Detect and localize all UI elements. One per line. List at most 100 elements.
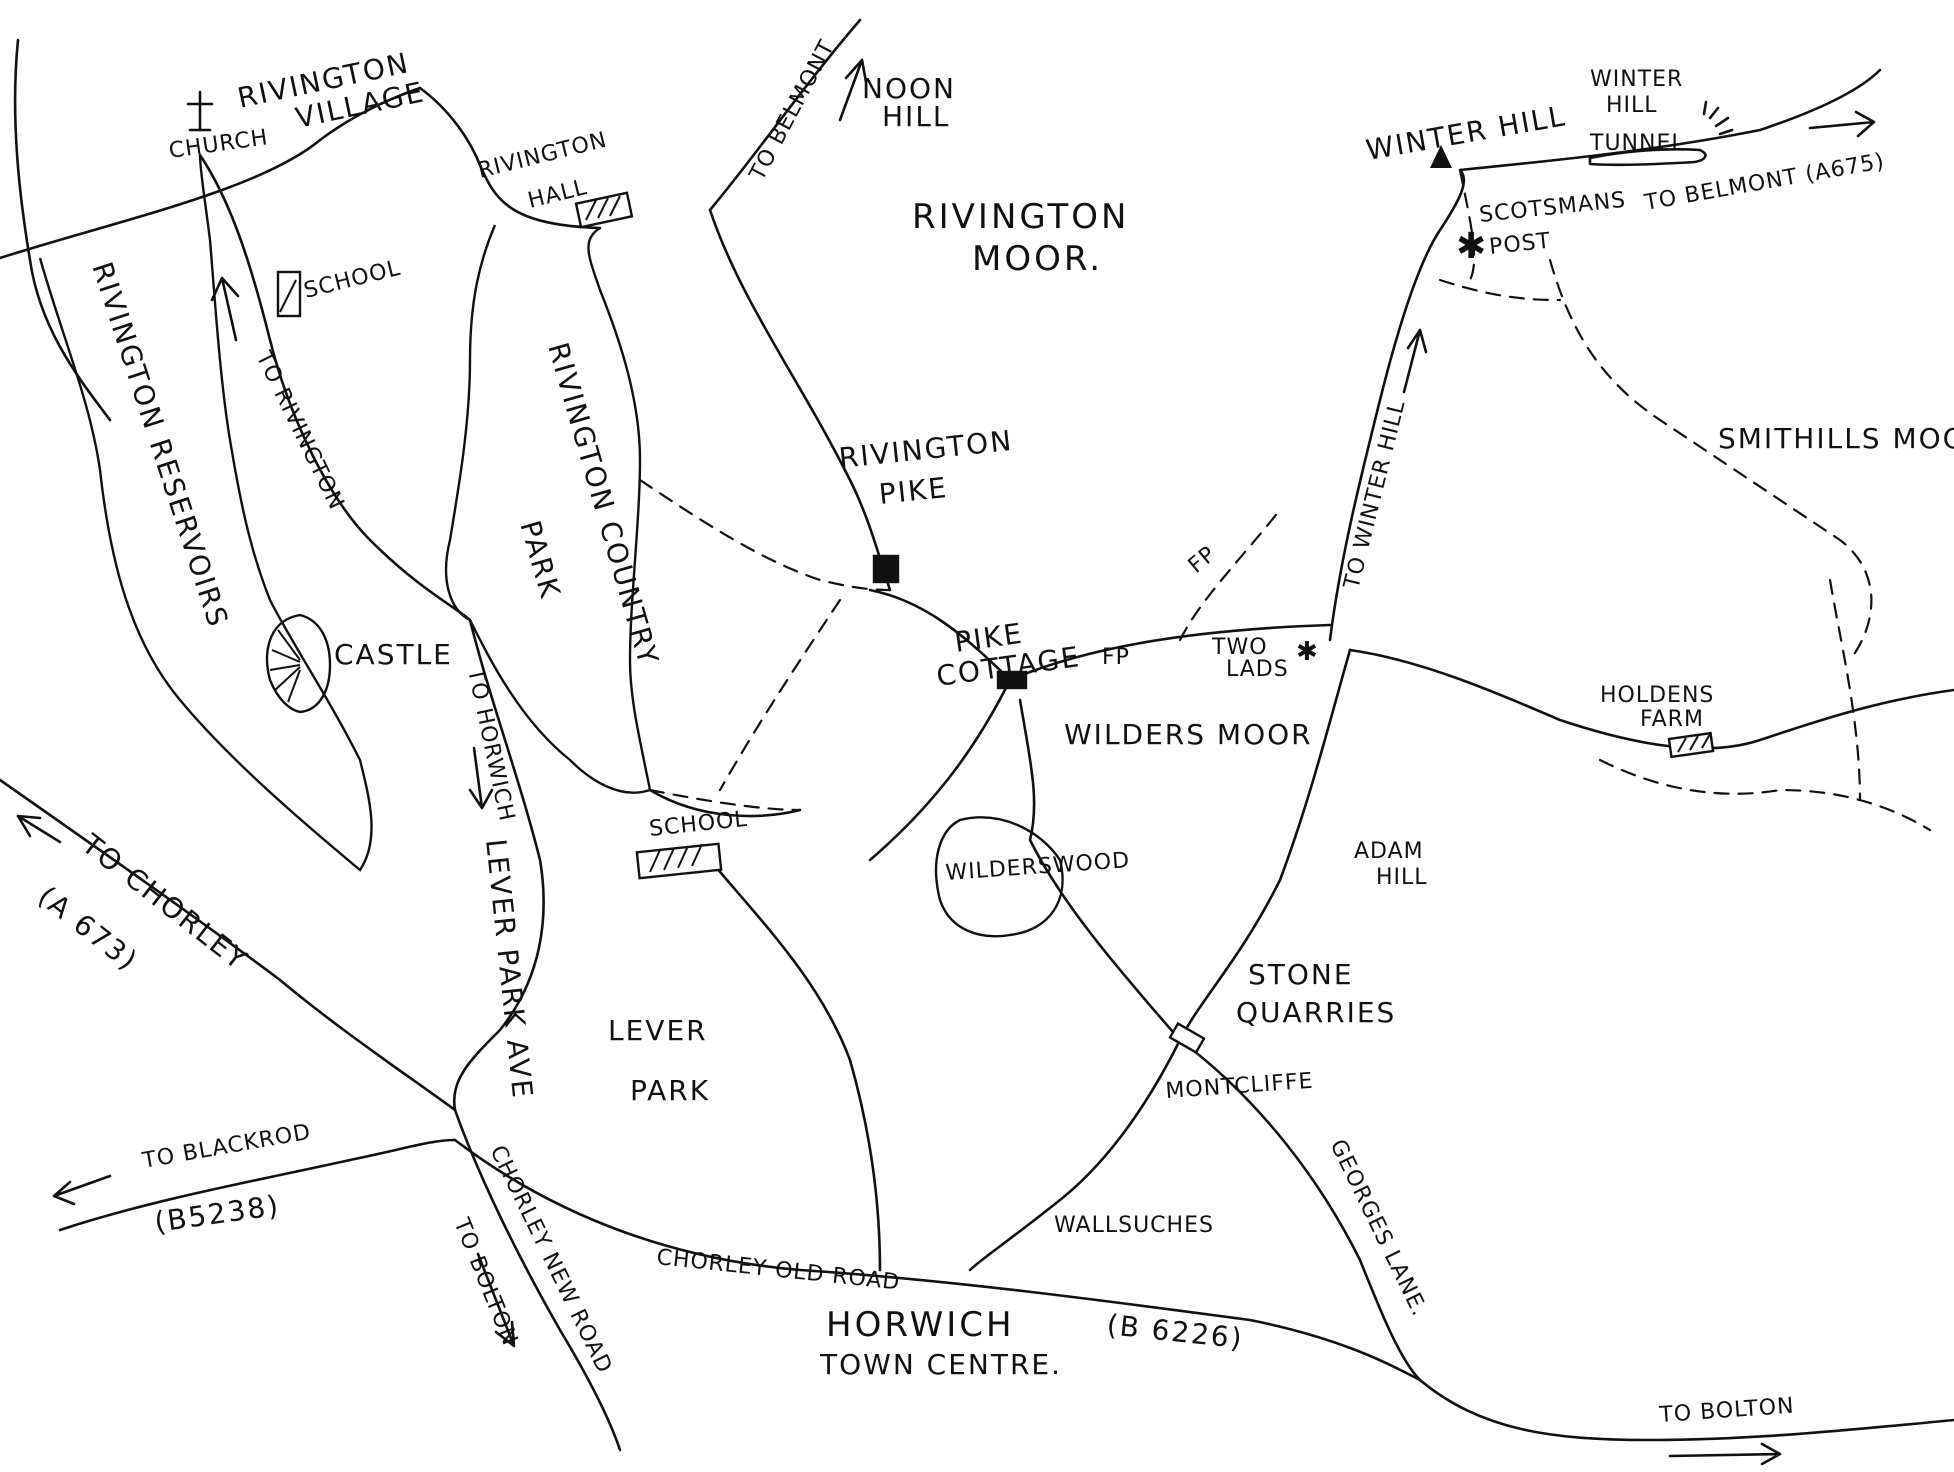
label-fp-north: FP — [1184, 541, 1221, 578]
road-to-belmont-north — [708, 18, 862, 212]
road-rivington-pike — [708, 208, 892, 592]
label-holdens-farm-1: HOLDENS — [1600, 683, 1714, 708]
road-pike-to-two-lads — [1008, 623, 1332, 682]
arrow-to-blackrod-icon — [52, 1174, 112, 1206]
road-lever-park-ave — [452, 618, 545, 1112]
label-to-rivington: TO RIVINGTON — [250, 347, 349, 514]
label-to-belmont-a675: TO BELMONT (A675) — [1642, 149, 1887, 216]
road-pike-to-cottage — [868, 588, 1012, 682]
label-two-lads-1: TWO — [1211, 635, 1268, 660]
footpath-school-dash — [648, 788, 802, 812]
label-a673: (A 673) — [32, 880, 145, 978]
road-left-edge — [13, 38, 112, 422]
rivington-pike-tower-icon — [872, 554, 900, 584]
arrow-to-rivington-icon — [210, 276, 240, 342]
label-stone-quarries-2: QUARRIES — [1236, 996, 1396, 1029]
country-park-outline — [444, 224, 652, 794]
road-adam-hill — [1178, 648, 1352, 1042]
label-wilders-moor: WILDERS MOOR — [1064, 718, 1313, 751]
label-wallsuches: WALLSUCHES — [1054, 1213, 1214, 1238]
roads — [0, 18, 1954, 1452]
label-to-horwich: TO HORWICH — [462, 665, 519, 824]
label-noon-hill-2: HILL — [882, 100, 951, 133]
label-rivington-moor-2: MOOR. — [972, 239, 1103, 279]
label-fp-east: FP — [1102, 645, 1130, 670]
road-montcliffe-to-wallsuches — [968, 1038, 1182, 1272]
label-tunnel: TUNNEL — [1589, 131, 1685, 156]
arrow-to-bolton-east-icon — [1668, 1442, 1782, 1466]
footpath-pike-to-school — [718, 598, 842, 792]
label-holdens-farm-2: FARM — [1640, 707, 1704, 732]
arrow-to-horwich-icon — [468, 746, 494, 810]
road-a675 — [1458, 68, 1882, 172]
arrows — [16, 58, 1876, 1466]
label-stone-quarries-1: STONE — [1248, 958, 1354, 991]
label-winter-hill: WINTER HILL — [1363, 99, 1568, 167]
label-horwich-1: HORWICH — [826, 1305, 1015, 1345]
road-school-to-pike — [648, 788, 802, 818]
label-georges-lane: GEORGES LANE. — [1325, 1136, 1432, 1321]
tunnel-icon — [1588, 147, 1707, 167]
road-village-to-hall — [418, 86, 602, 230]
label-winter-hill-tunnel-1: WINTER — [1590, 67, 1683, 92]
label-to-bolton-west: TO BOLTON — [448, 1214, 522, 1350]
road-cottage-to-lever — [868, 678, 1012, 862]
arrow-to-bolton-west-icon — [476, 1252, 516, 1348]
label-scotsmans: SCOTSMANS — [1478, 188, 1627, 228]
road-to-winter-hill — [1328, 168, 1466, 642]
road-smithills — [1348, 648, 1954, 750]
label-adam-hill-1: ADAM — [1354, 839, 1424, 864]
label-lever-park-ave: LEVER PARK AVE — [479, 837, 539, 1101]
church-cross-icon — [186, 90, 214, 132]
label-rivington-country-park-1: RIVINGTON COUNTRY — [541, 339, 665, 670]
wilderswood-outline — [934, 816, 1064, 938]
footpath-scotsmans — [1458, 168, 1476, 282]
label-castle: CASTLE — [334, 638, 453, 671]
footpath-smithills-1 — [1548, 258, 1873, 662]
footpath-smithills-2 — [1438, 278, 1562, 302]
school-north-building-icon — [276, 270, 302, 318]
label-b5238: (B5238) — [152, 1189, 282, 1239]
winter-hill-summit-icon — [1430, 145, 1452, 168]
two-lads-star-icon: ✱ — [1296, 637, 1320, 667]
road-chorley-new — [453, 1108, 622, 1452]
road-to-bolton-east — [1418, 1378, 1954, 1442]
road-to-rivington — [198, 153, 472, 622]
label-rivington-pike-1: RIVINGTON — [837, 424, 1014, 475]
label-school-north: SCHOOL — [301, 256, 403, 304]
rivington-hall-building-icon — [574, 191, 634, 229]
label-adam-hill-2: HILL — [1376, 865, 1428, 890]
label-school-south: SCHOOL — [648, 807, 749, 842]
label-rivington-reservoirs: RIVINGTON RESERVOIRS — [85, 258, 235, 632]
label-rivington-pike-2: PIKE — [877, 471, 949, 511]
arrow-to-belmont-a675-icon — [1808, 110, 1876, 138]
label-montcliffe: MONTCLIFFE — [1165, 1069, 1315, 1104]
montcliffe-marker-icon — [1168, 1021, 1206, 1055]
castle-icon — [265, 613, 332, 714]
label-lever-park-2: PARK — [630, 1074, 710, 1107]
label-rivington-moor-1: RIVINGTON — [912, 197, 1129, 237]
pike-cottage-building-icon — [996, 670, 1028, 690]
label-two-lads-2: LADS — [1226, 657, 1289, 682]
road-rivington-village — [0, 86, 422, 260]
road-blackrod — [58, 1138, 457, 1232]
footpath-winter-hill-south — [1828, 578, 1862, 802]
label-post: POST — [1488, 229, 1552, 260]
footpath-country-park-pike — [638, 478, 892, 592]
school-south-building-icon — [635, 842, 723, 880]
label-to-blackrod: TO BLACKROD — [140, 1120, 313, 1174]
road-a673 — [0, 778, 457, 1112]
label-church: CHURCH — [167, 125, 270, 164]
arrow-to-winter-hill-icon — [1402, 328, 1428, 394]
label-to-belmont: TO BELMONT — [745, 36, 840, 186]
footpath-holdens — [1598, 758, 1932, 832]
label-lever-park-1: LEVER — [608, 1014, 708, 1047]
label-horwich-2: TOWN CENTRE. — [819, 1348, 1062, 1381]
label-rivington-hall-1: RIVINGTON — [475, 128, 609, 184]
arrow-to-chorley-icon — [16, 814, 62, 844]
label-to-winter-hill: TO WINTER HILL — [1339, 398, 1410, 593]
footpaths — [638, 168, 1932, 832]
label-b6226: (B 6226) — [1105, 1308, 1245, 1355]
features: ✱ ✱ — [186, 90, 1734, 1055]
